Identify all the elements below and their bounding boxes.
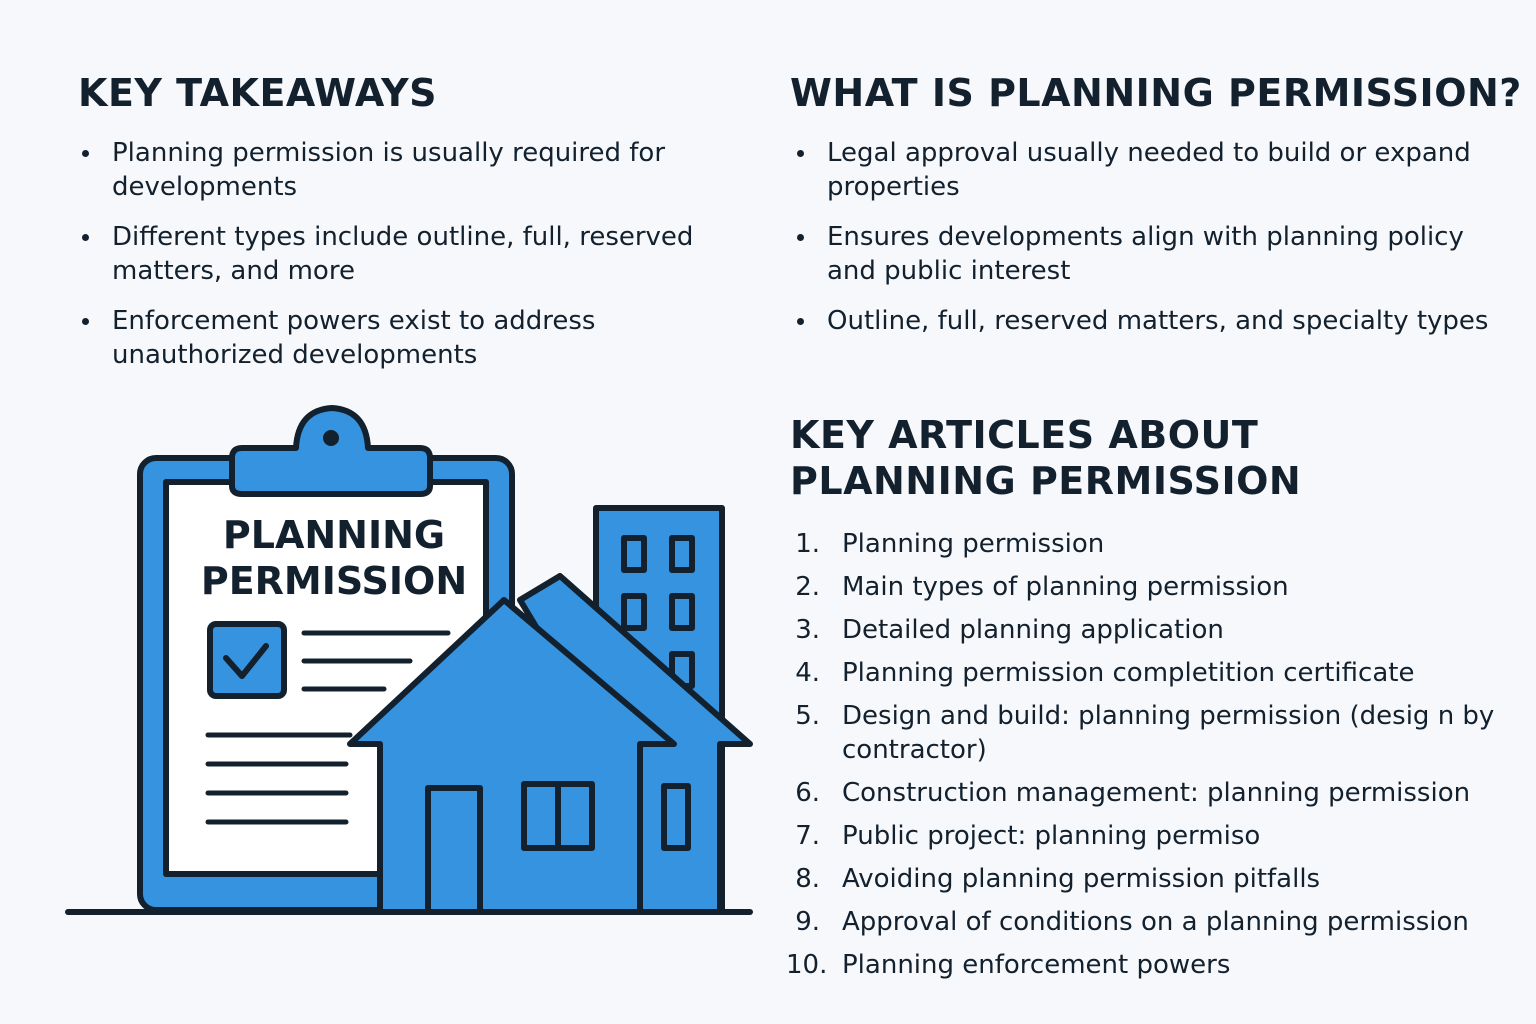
article-link[interactable]: 6.Construction management: planning perm… xyxy=(795,778,1471,808)
article-link[interactable]: 3.Detailed planning application xyxy=(795,615,1224,645)
list-item: Different types include outline, full, r… xyxy=(78,220,718,288)
list-item: Planning permission is usually required … xyxy=(78,136,718,204)
article-link[interactable]: 4.Planning permission completition certi… xyxy=(795,658,1415,688)
key-takeaways-list: Planning permission is usually required … xyxy=(78,136,718,388)
article-link[interactable]: 8.Avoiding planning permission pitfalls xyxy=(795,864,1321,894)
article-link[interactable]: 1.Planning permission xyxy=(795,529,1105,559)
bullet-icon xyxy=(797,234,804,241)
what-is-heading: WHAT IS PLANNING PERMISSION? xyxy=(790,71,1522,115)
svg-text:PLANNING: PLANNING xyxy=(223,513,445,557)
article-link[interactable]: 7.Public project: planning permiso xyxy=(795,821,1261,851)
article-link[interactable]: 10.Planning enforcement powers xyxy=(786,950,1231,980)
article-link[interactable]: 2.Main types of planning permission xyxy=(795,572,1289,602)
what-is-list: Legal approval usually needed to build o… xyxy=(793,136,1493,354)
article-link[interactable]: 9.Approval of conditions on a planning p… xyxy=(795,907,1469,937)
clipboard-label: PLANNING PERMISSION xyxy=(201,513,467,603)
list-item: Enforcement powers exist to address unau… xyxy=(78,304,718,372)
key-articles-list: 1.Planning permission 2.Main types of pl… xyxy=(786,527,1506,991)
list-item: Legal approval usually needed to build o… xyxy=(793,136,1493,204)
bullet-icon xyxy=(82,150,89,157)
bullet-icon xyxy=(82,234,89,241)
bullet-icon xyxy=(797,150,804,157)
article-link[interactable]: 5.Design and build: planning permission … xyxy=(795,701,1495,765)
bullet-icon xyxy=(82,318,89,325)
key-articles-heading: KEY ARTICLES ABOUT PLANNING PERMISSION xyxy=(790,413,1302,503)
planning-illustration: PLANNING PERMISSION xyxy=(65,405,753,915)
key-takeaways-heading: KEY TAKEAWAYS xyxy=(78,71,438,115)
list-item: Ensures developments align with planning… xyxy=(793,220,1493,288)
svg-text:PERMISSION: PERMISSION xyxy=(201,559,467,603)
list-item: Outline, full, reserved matters, and spe… xyxy=(793,304,1493,338)
checkbox-checked-icon xyxy=(207,621,287,699)
bullet-icon xyxy=(797,318,804,325)
house-icon xyxy=(347,597,691,915)
